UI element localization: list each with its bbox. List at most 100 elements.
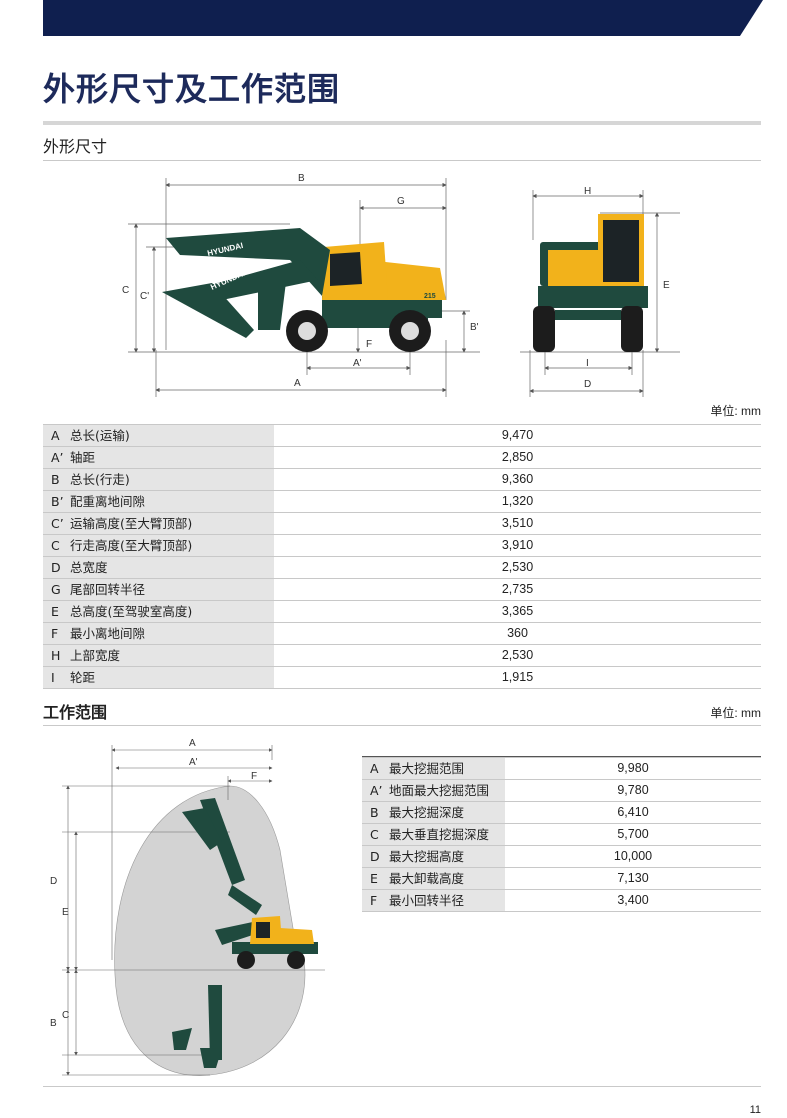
label-I: I (586, 358, 589, 369)
dimensions-section-title: 外形尺寸 (43, 137, 108, 156)
label-B: B (298, 173, 305, 184)
table-row: B’ 配重离地间隙 1,320 (43, 490, 761, 513)
row-letter: E (51, 604, 59, 619)
label-B-prime: B' (470, 322, 479, 333)
wr-label-E: E (62, 907, 69, 918)
label-G: G (397, 196, 405, 207)
row-letter: B (51, 472, 60, 487)
wr-label-D: D (50, 876, 57, 887)
row-name: 总长(行走) (70, 472, 130, 487)
row-value: 2,530 (274, 556, 761, 579)
row-name: 最大垂直挖掘深度 (389, 827, 490, 842)
row-letter: H (51, 648, 61, 663)
table-row: B 总长(行走) 9,360 (43, 468, 761, 491)
footer-divider (43, 1086, 761, 1087)
row-letter: A’ (370, 783, 383, 798)
wr-label-A: A (189, 738, 196, 749)
row-name: 轮距 (70, 670, 96, 685)
row-letter: C’ (51, 516, 64, 531)
row-value: 1,320 (274, 490, 761, 513)
row-name: 总长(运输) (70, 428, 130, 443)
row-name: 最小离地间隙 (70, 626, 146, 641)
row-name: 总宽度 (70, 560, 108, 575)
row-letter: C (370, 827, 379, 842)
table-row: D 最大挖掘高度 10,000 (362, 845, 761, 868)
row-letter: D (370, 849, 380, 864)
row-value: 9,980 (505, 757, 761, 780)
row-value: 2,850 (274, 446, 761, 469)
table-top-rule (362, 756, 761, 758)
header-band (43, 0, 763, 36)
row-name: 行走高度(至大臂顶部) (70, 538, 193, 553)
row-value: 360 (274, 622, 761, 645)
table-row: E 最大卸载高度 7,130 (362, 867, 761, 890)
row-name: 运输高度(至大臂顶部) (70, 516, 193, 531)
working-range-section-title: 工作范围 (43, 703, 108, 722)
table-row: C 最大垂直挖掘深度 5,700 (362, 823, 761, 846)
row-value: 10,000 (505, 845, 761, 868)
page-title: 外形尺寸及工作范围 (43, 70, 341, 108)
table-row: A 总长(运输) 9,470 (43, 424, 761, 447)
table-row: F 最小离地间隙 360 (43, 622, 761, 645)
label-E: E (663, 280, 670, 291)
row-name: 最小回转半径 (389, 893, 465, 908)
digging-envelope (114, 785, 306, 1076)
row-letter: A (51, 428, 60, 443)
model-number: 215 (424, 293, 436, 300)
row-letter: C (51, 538, 60, 553)
excavator-side-view: HYUNDAI HYUNDAI 215 (162, 228, 446, 352)
label-C: C (122, 285, 129, 296)
row-value: 9,780 (505, 779, 761, 802)
dimensions-table: A 总长(运输) 9,470 A’ 轴距 2,850 B 总长(行走) 9,360 B’ 配重… (43, 424, 761, 689)
row-value: 9,470 (274, 424, 761, 447)
title-divider (43, 121, 761, 125)
table-row: B 最大挖掘深度 6,410 (362, 801, 761, 824)
row-name: 地面最大挖掘范围 (389, 783, 490, 798)
row-letter: A’ (51, 450, 64, 465)
row-name: 最大卸载高度 (389, 871, 465, 886)
row-value: 3,910 (274, 534, 761, 557)
row-letter: F (370, 893, 378, 908)
label-A: A (294, 378, 301, 389)
page-number: 11 (749, 1104, 761, 1116)
row-value: 5,700 (505, 823, 761, 846)
row-value: 2,530 (274, 644, 761, 667)
working-range-unit: 单位: mm (710, 706, 761, 720)
dimensions-diagram: HYUNDAI HYUNDAI 215 B G C C' B' F A' A H… (122, 173, 680, 397)
row-value: 3,400 (505, 889, 761, 912)
row-letter: B (370, 805, 379, 820)
excavator-arm-positions (172, 798, 268, 1068)
wr-label-B: B (50, 1018, 57, 1029)
row-letter: F (51, 626, 59, 641)
row-name: 尾部回转半径 (70, 582, 146, 597)
row-name: 最大挖掘深度 (389, 805, 465, 820)
row-value: 7,130 (505, 867, 761, 890)
row-letter: E (370, 871, 378, 886)
row-name: 轴距 (70, 450, 96, 465)
table-row: A’ 轴距 2,850 (43, 446, 761, 469)
wr-label-C: C (62, 1010, 69, 1021)
row-value: 9,360 (274, 468, 761, 491)
label-C-prime: C' (140, 291, 149, 302)
row-name: 总高度(至驾驶室高度) (70, 604, 193, 619)
row-letter: B’ (51, 494, 64, 509)
row-value: 3,510 (274, 512, 761, 535)
row-name: 配重离地间隙 (70, 494, 146, 509)
row-value: 6,410 (505, 801, 761, 824)
label-F: F (366, 339, 372, 350)
row-letter: G (51, 582, 61, 597)
row-name: 最大挖掘高度 (389, 849, 465, 864)
table-row: C 行走高度(至大臂顶部) 3,910 (43, 534, 761, 557)
wr-label-F: F (251, 771, 257, 782)
row-letter: I (51, 670, 55, 685)
table-row: F 最小回转半径 3,400 (362, 889, 761, 912)
section-divider (43, 725, 761, 726)
row-name: 最大挖掘范围 (389, 761, 465, 776)
excavator-rear-view (533, 214, 648, 352)
